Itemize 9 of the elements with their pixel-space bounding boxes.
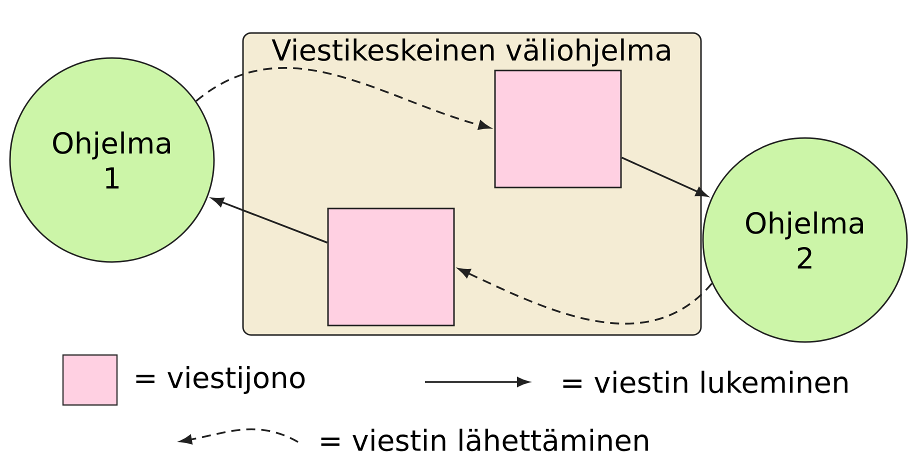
legend-text: = viestin lähettäminen	[321, 428, 648, 452]
arrow	[458, 268, 713, 324]
legend-text: = viestin lukeminen	[563, 370, 848, 394]
arrow	[621, 156, 708, 197]
arrow	[196, 67, 491, 130]
legend-text: = viestijono	[136, 366, 305, 394]
queue-box	[494, 70, 622, 188]
arrow	[212, 198, 328, 244]
queue-box	[327, 208, 455, 326]
